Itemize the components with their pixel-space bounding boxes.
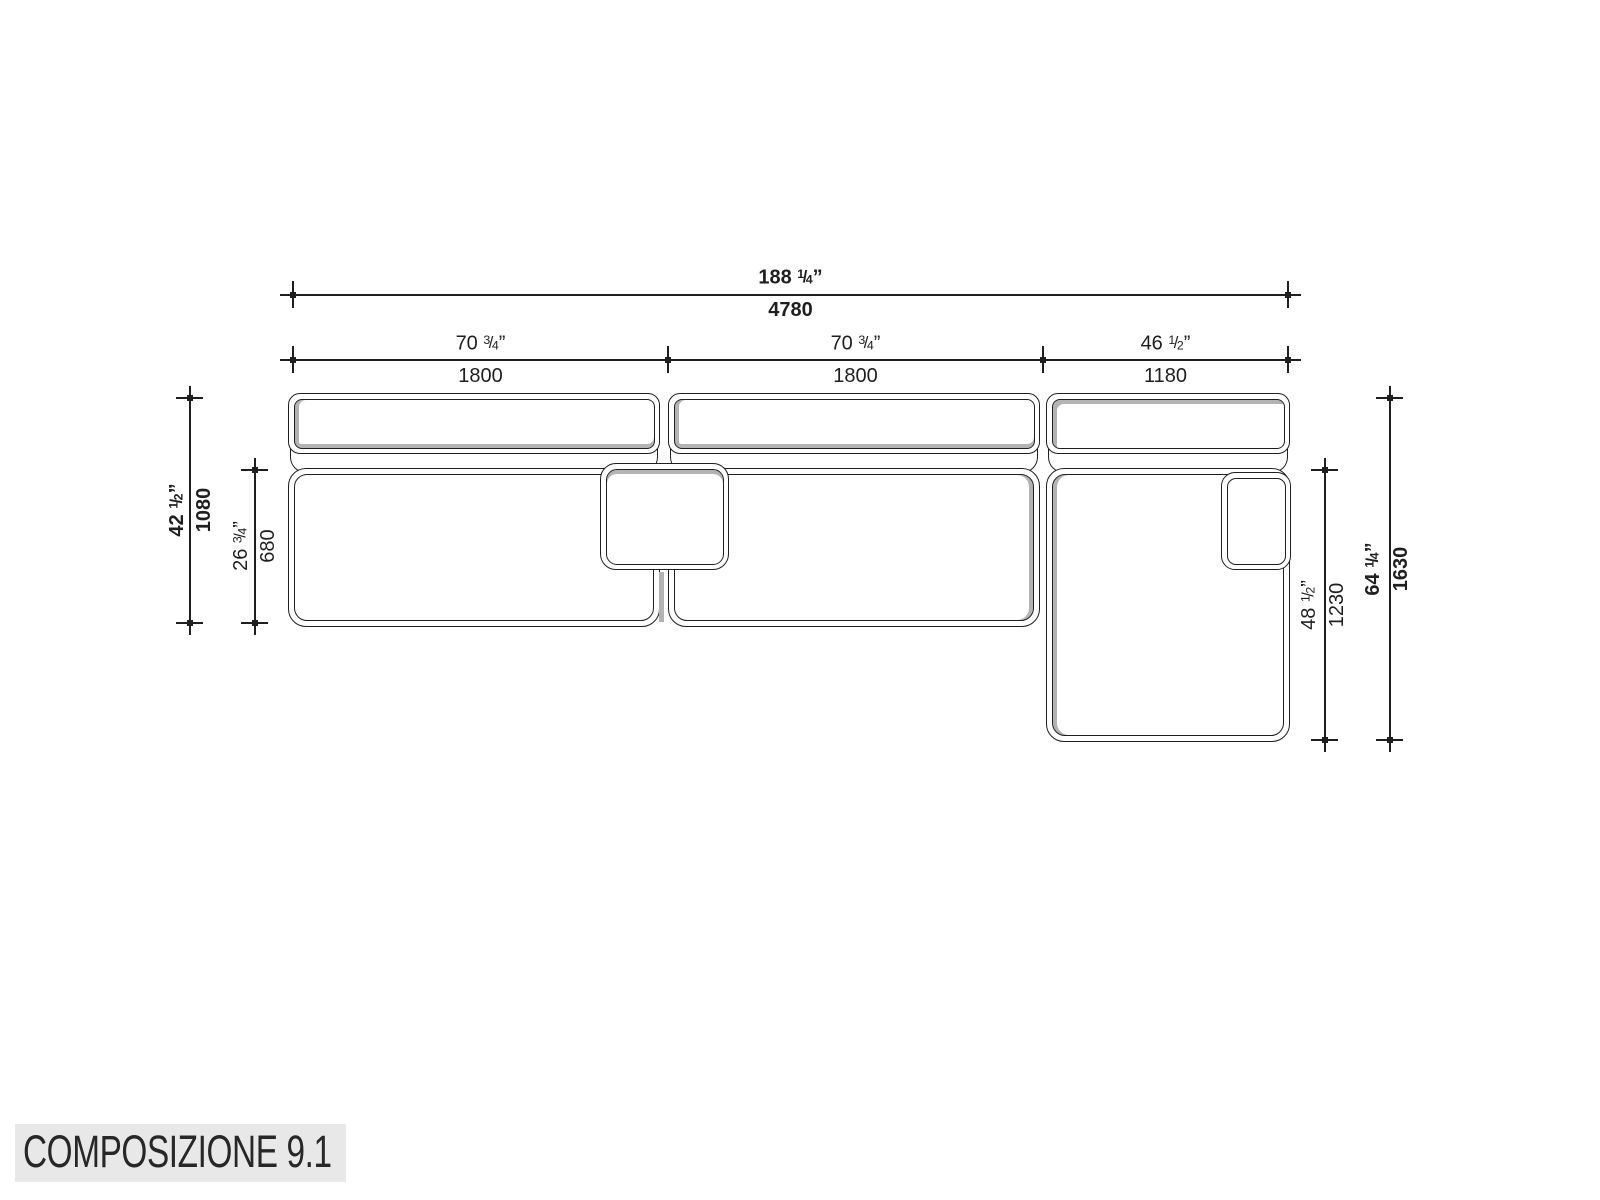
back-cushion-chaise bbox=[1046, 393, 1290, 454]
dim-depth-right-outer-line bbox=[1376, 386, 1404, 752]
dim-seat-depth-left-line bbox=[241, 458, 269, 635]
dim-dot bbox=[186, 395, 193, 401]
dim-dot bbox=[1386, 395, 1393, 401]
chaise-seat-inner bbox=[1052, 474, 1284, 736]
overall-width-inches-label: 188 1/4” bbox=[758, 266, 823, 289]
seat-gap-shadow bbox=[659, 572, 664, 622]
center-table bbox=[600, 463, 729, 570]
composition-title: COMPOSIZIONE 9.1 bbox=[23, 1126, 332, 1177]
dim-sections-line bbox=[280, 346, 1301, 374]
dim-dot bbox=[251, 467, 258, 473]
back-cushion-chaise-inner bbox=[1051, 398, 1285, 449]
section-2-mm-label: 1800 bbox=[833, 365, 878, 387]
chaise-pillow-inner bbox=[1226, 477, 1286, 565]
dim-dot bbox=[251, 620, 258, 626]
dim-dot bbox=[1321, 467, 1328, 473]
dim-dot bbox=[1285, 291, 1291, 298]
dim-dot bbox=[290, 291, 296, 298]
dim-dot bbox=[665, 356, 671, 363]
section-1-inches-label: 70 3/4” bbox=[455, 332, 506, 355]
section-3-mm-label: 1180 bbox=[1143, 365, 1187, 387]
dim-overall-width-line bbox=[280, 281, 1301, 309]
dim-dot bbox=[1285, 356, 1291, 363]
dim-dot bbox=[1386, 737, 1393, 743]
seat-left bbox=[288, 468, 660, 627]
center-table-inner bbox=[605, 468, 724, 565]
section-2-inches-label: 70 3/4” bbox=[830, 332, 881, 355]
dim-chaise-depth-right-line bbox=[1311, 458, 1339, 752]
back-cushion-middle bbox=[668, 393, 1040, 454]
chaise-pillow bbox=[1221, 472, 1291, 570]
dim-dot bbox=[186, 620, 193, 626]
dim-dot bbox=[1040, 356, 1046, 363]
dim-dot bbox=[290, 356, 296, 363]
section-1-mm-label: 1800 bbox=[458, 365, 503, 387]
dim-dot bbox=[1321, 737, 1328, 743]
seat-middle bbox=[668, 468, 1040, 627]
composition-title-box: COMPOSIZIONE 9.1 bbox=[15, 1124, 346, 1182]
back-cushion-left bbox=[288, 393, 660, 454]
overall-width-mm-label: 4780 bbox=[768, 299, 813, 321]
section-3-inches-label: 46 1/2” bbox=[1140, 332, 1191, 355]
back-cushion-middle-inner bbox=[673, 398, 1035, 449]
back-cushion-left-inner bbox=[293, 398, 655, 449]
dim-depth-left-outer-line bbox=[176, 386, 204, 635]
